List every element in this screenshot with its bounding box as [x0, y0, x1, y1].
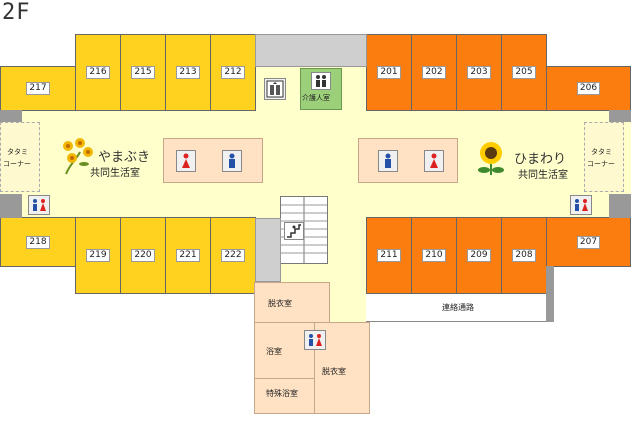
room-203[interactable]: 203 — [456, 34, 502, 111]
stairs-icon — [284, 222, 304, 240]
staff-icon — [311, 72, 331, 90]
room-number: 215 — [131, 66, 155, 79]
room-number: 222 — [221, 249, 245, 262]
wall — [609, 194, 631, 218]
sunflower-icon — [474, 140, 508, 176]
elevator-block-top — [255, 34, 367, 67]
female-restroom-left[interactable] — [176, 150, 196, 172]
room-218[interactable]: 218 — [0, 217, 76, 267]
room-number: 202 — [422, 66, 446, 79]
room-202[interactable]: 202 — [411, 34, 457, 111]
room-number: 220 — [131, 249, 155, 262]
room-208[interactable]: 208 — [501, 217, 547, 294]
left-unit-sub: 共同生活室 — [90, 168, 140, 179]
restroom-right[interactable] — [570, 195, 592, 215]
dressing-room-bottom: 脱衣室 — [322, 367, 346, 376]
room-number: 217 — [26, 82, 50, 95]
tatami-label: コーナー — [3, 160, 31, 168]
male-restroom-right[interactable] — [378, 150, 398, 172]
wall — [609, 110, 631, 122]
room-number: 203 — [467, 66, 491, 79]
passage-label: 連絡通路 — [442, 303, 474, 312]
room-212[interactable]: 212 — [210, 34, 256, 111]
room-210[interactable]: 210 — [411, 217, 457, 294]
tatami-label: タタミ — [591, 148, 612, 156]
room-217[interactable]: 217 — [0, 66, 76, 111]
connecting-passage: 連絡通路 — [366, 294, 546, 322]
room-209[interactable]: 209 — [456, 217, 502, 294]
room-number: 218 — [26, 235, 50, 249]
room-206[interactable]: 206 — [546, 66, 631, 111]
female-restroom-right[interactable] — [424, 150, 444, 172]
room-number: 205 — [512, 66, 536, 79]
room-205[interactable]: 205 — [501, 34, 547, 111]
restroom-bath[interactable] — [304, 330, 326, 350]
restroom-left[interactable] — [28, 195, 50, 215]
yamabuki-flower-icon — [58, 136, 96, 176]
wall — [0, 110, 22, 122]
care-room[interactable]: 介護人室 — [300, 68, 342, 110]
tatami-label: タタミ — [7, 148, 28, 156]
special-bath: 特殊浴室 — [266, 389, 298, 398]
tatami-corner-right[interactable]: タタミ コーナー — [584, 122, 624, 192]
tatami-corner-left[interactable]: タタミ コーナー — [0, 122, 40, 192]
room-number: 211 — [377, 249, 401, 262]
bath-divider — [254, 378, 314, 379]
room-number: 201 — [377, 66, 401, 79]
room-220[interactable]: 220 — [120, 217, 166, 294]
care-room-label: 介護人室 — [302, 94, 330, 102]
room-number: 210 — [422, 249, 446, 262]
right-unit-sub: 共同生活室 — [518, 170, 568, 181]
elevator-shaft — [255, 218, 281, 282]
room-number: 221 — [176, 249, 200, 262]
room-207[interactable]: 207 — [546, 217, 631, 267]
floor-label: 2F — [2, 0, 31, 25]
bath-divider — [254, 322, 314, 323]
room-211[interactable]: 211 — [366, 217, 412, 294]
room-number: 216 — [86, 66, 110, 79]
room-213[interactable]: 213 — [165, 34, 211, 111]
room-number: 207 — [576, 235, 601, 249]
room-number: 219 — [86, 249, 110, 262]
left-unit-name: やまぶき — [98, 150, 151, 165]
room-221[interactable]: 221 — [165, 217, 211, 294]
room-number: 212 — [221, 66, 245, 79]
bath-room: 浴室 — [266, 347, 282, 356]
room-number: 209 — [467, 249, 491, 262]
room-222[interactable]: 222 — [210, 217, 256, 294]
room-216[interactable]: 216 — [75, 34, 121, 111]
room-number: 208 — [512, 249, 536, 262]
room-215[interactable]: 215 — [120, 34, 166, 111]
room-number: 213 — [176, 66, 200, 79]
dressing-room-top: 脱衣室 — [268, 299, 292, 308]
male-restroom-left[interactable] — [222, 150, 242, 172]
lower-corridor — [328, 282, 370, 322]
wall — [546, 266, 554, 322]
room-219[interactable]: 219 — [75, 217, 121, 294]
tatami-label: コーナー — [587, 160, 615, 168]
right-unit-name: ひまわり — [514, 152, 567, 167]
room-number: 206 — [576, 82, 601, 95]
wall — [0, 194, 22, 218]
elevator-icon — [264, 78, 286, 100]
room-201[interactable]: 201 — [366, 34, 412, 111]
